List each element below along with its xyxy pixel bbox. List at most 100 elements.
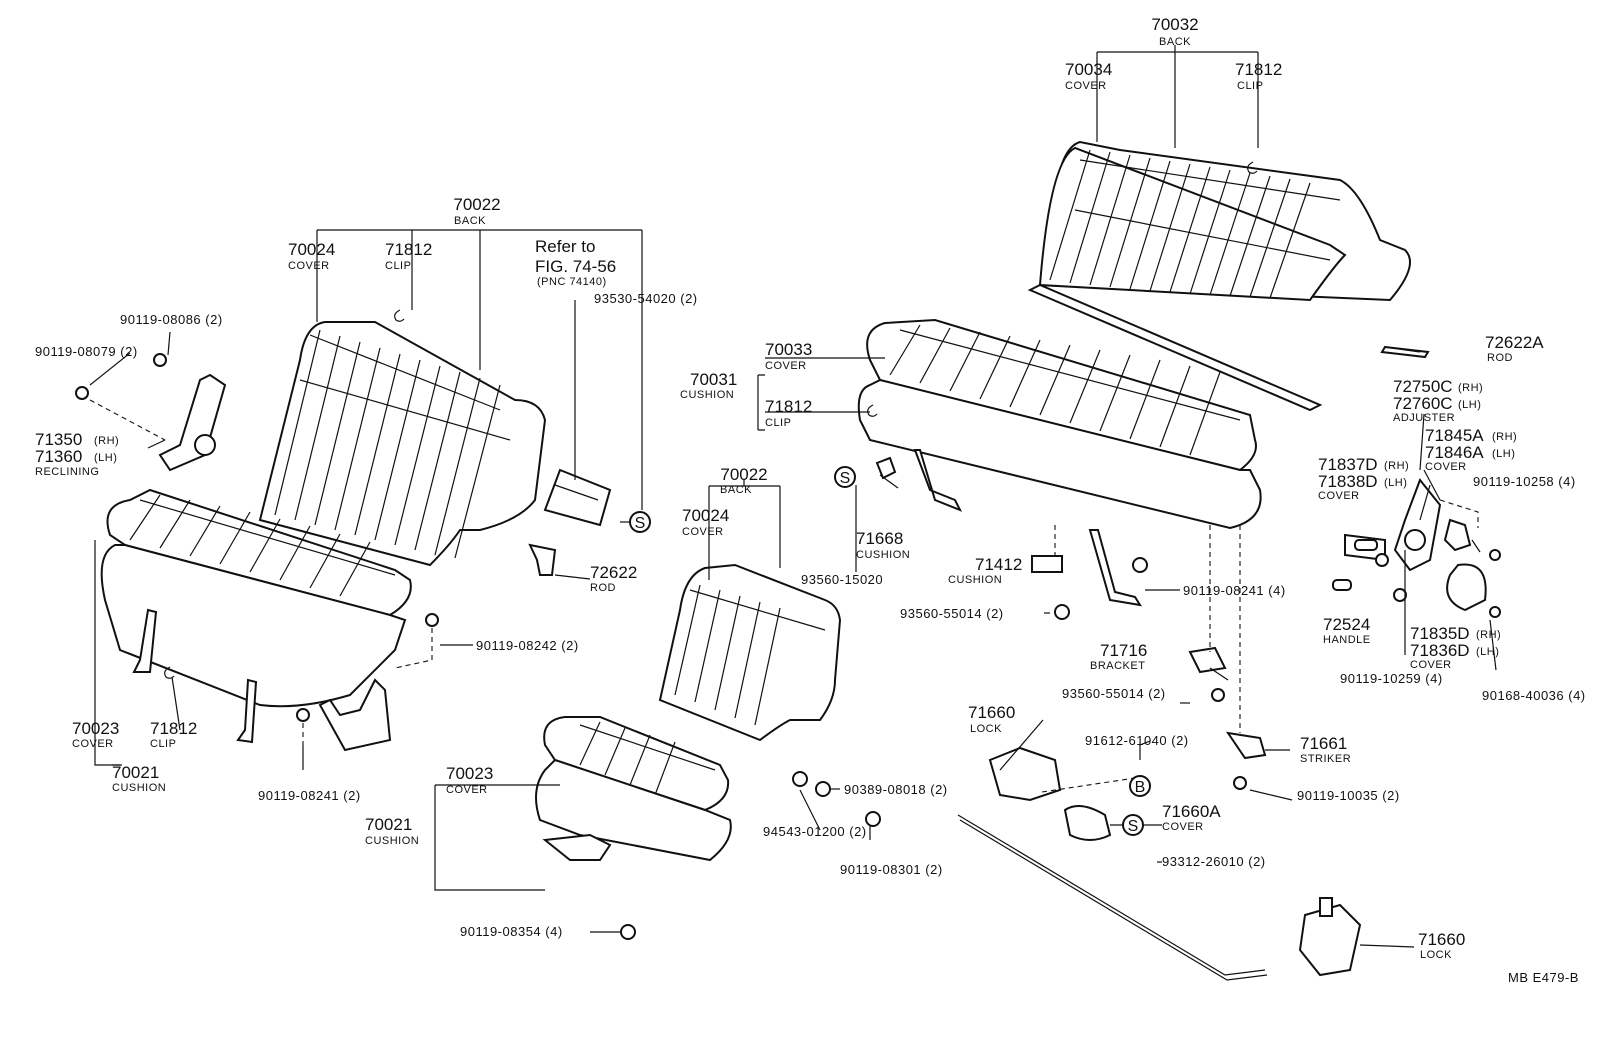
callout-desc: BACK [720, 484, 752, 496]
s-symbol: S [840, 470, 851, 487]
callout-side: (RH) [1492, 431, 1517, 443]
callout-number: 71412 [975, 555, 1022, 574]
callout-side: (LH) [1492, 448, 1515, 460]
callout-number: 72760C [1393, 394, 1453, 413]
callout-number: 71846A [1425, 443, 1484, 462]
callout-desc: CLIP [385, 260, 411, 272]
callout-number: 71835D [1410, 624, 1470, 643]
callout-desc: COVER [1065, 80, 1107, 92]
callout-desc: ROD [1487, 352, 1513, 364]
callout-number: 70034 [1065, 60, 1112, 79]
callout-desc: HANDLE [1323, 634, 1371, 646]
callout-number: 90119-08241 (4) [1183, 583, 1286, 598]
callout-number: 70021 [365, 815, 412, 834]
callout-number: 93560-55014 (2) [900, 606, 1004, 621]
callout-number: 71837D [1318, 455, 1378, 474]
callout-number: 70022 [720, 465, 767, 484]
callout-desc: BACK [454, 215, 486, 227]
adjuster-parts-drawing [1332, 478, 1501, 618]
callout-side: (LH) [1458, 399, 1481, 411]
callout-desc: BRACKET [1090, 660, 1145, 672]
callout-number: 71660 [968, 703, 1015, 722]
callout-side: (LH) [1384, 477, 1407, 489]
callout-number: 71812 [150, 719, 197, 738]
callout-number: 70022 [453, 195, 500, 214]
callout-desc: BACK [1159, 36, 1191, 48]
callout-number: 71812 [385, 240, 432, 259]
callout-number: 90119-08086 (2) [120, 312, 223, 327]
callout-number: 90119-08354 (4) [460, 924, 563, 939]
b-symbol: B [1135, 779, 1146, 796]
refer-line2: FIG. 74-56 [535, 257, 616, 276]
callout-number: 90119-08242 (2) [476, 638, 579, 653]
callout-number: 71838D [1318, 472, 1378, 491]
callout-number: 71845A [1425, 426, 1484, 445]
callout-desc: COVER [72, 738, 114, 750]
callout-desc: CLIP [765, 417, 791, 429]
callout-side: (RH) [1476, 629, 1501, 641]
callout-number: 90119-10259 (4) [1340, 671, 1443, 686]
callout-number: 72622A [1485, 333, 1544, 352]
callout-number: 71660A [1162, 802, 1221, 821]
part-callouts: 70032 BACK 70034 COVER 71812 CLIP 72622A… [35, 15, 1586, 961]
callout-number: 70032 [1151, 15, 1198, 34]
callout-desc: CLIP [1237, 80, 1263, 92]
callout-number: 90389-08018 (2) [844, 782, 948, 797]
callout-desc: CUSHION [856, 549, 910, 561]
callout-number: 72750C [1393, 377, 1453, 396]
callout-number: 94543-01200 (2) [763, 824, 867, 839]
callout-number: 91612-61040 (2) [1085, 733, 1189, 748]
callout-desc: COVER [1318, 490, 1360, 502]
callout-desc: CUSHION [112, 782, 166, 794]
lock-mechanism-drawing [875, 456, 1479, 981]
callout-desc: CUSHION [680, 389, 734, 401]
callout-side: (LH) [94, 452, 117, 464]
callout-number: 70033 [765, 340, 812, 359]
callout-desc: COVER [1162, 821, 1204, 833]
callout-desc: CUSHION [365, 835, 419, 847]
callout-number: 71350 [35, 430, 82, 449]
callout-number: 72524 [1323, 615, 1370, 634]
leader-lines [89, 45, 1497, 948]
callout-number: 93530-54020 (2) [594, 291, 698, 306]
callout-number: 72622 [590, 563, 637, 582]
callout-desc: CUSHION [948, 574, 1002, 586]
callout-number: 90168-40036 (4) [1482, 688, 1586, 703]
callout-desc: COVER [446, 784, 488, 796]
callout-number: 71668 [856, 529, 903, 548]
callout-side: (LH) [1476, 646, 1499, 658]
callout-desc: COVER [765, 360, 807, 372]
callout-number: 71716 [1100, 641, 1147, 660]
callout-number: 90119-08241 (2) [258, 788, 361, 803]
callout-number: 90119-08079 (2) [35, 344, 138, 359]
callout-number: 93560-55014 (2) [1062, 686, 1166, 701]
callout-number: 70031 [690, 370, 737, 389]
callout-desc: ROD [590, 582, 616, 594]
rear-bench-seat-drawing [857, 140, 1430, 607]
callout-number: 71360 [35, 447, 82, 466]
callout-number: 71812 [765, 397, 812, 416]
callout-side: (RH) [1458, 382, 1483, 394]
callout-number: 90119-10035 (2) [1297, 788, 1400, 803]
callout-number: 93560-15020 [801, 572, 883, 587]
refer-line1: Refer to [535, 237, 595, 256]
callout-number: 70021 [112, 763, 159, 782]
figure-code: MB E479-B [1508, 970, 1579, 985]
single-seat-drawing [535, 563, 881, 940]
callout-number: 90119-10258 (4) [1473, 474, 1576, 489]
front-bench-seat-drawing [75, 309, 612, 752]
refer-line3: (PNC 74140) [537, 276, 607, 288]
s-symbol: S [635, 515, 646, 532]
callout-desc: COVER [1410, 659, 1452, 671]
callout-number: 71660 [1418, 930, 1465, 949]
symbol-markers: S S S B [620, 466, 1151, 836]
callout-number: 71812 [1235, 60, 1282, 79]
callout-number: 71836D [1410, 641, 1470, 660]
callout-desc: ADJUSTER [1393, 412, 1455, 424]
callout-desc: STRIKER [1300, 753, 1351, 765]
callout-number: 70024 [288, 240, 335, 259]
callout-desc: COVER [682, 526, 724, 538]
callout-desc: COVER [288, 260, 330, 272]
callout-number: 71661 [1300, 734, 1347, 753]
